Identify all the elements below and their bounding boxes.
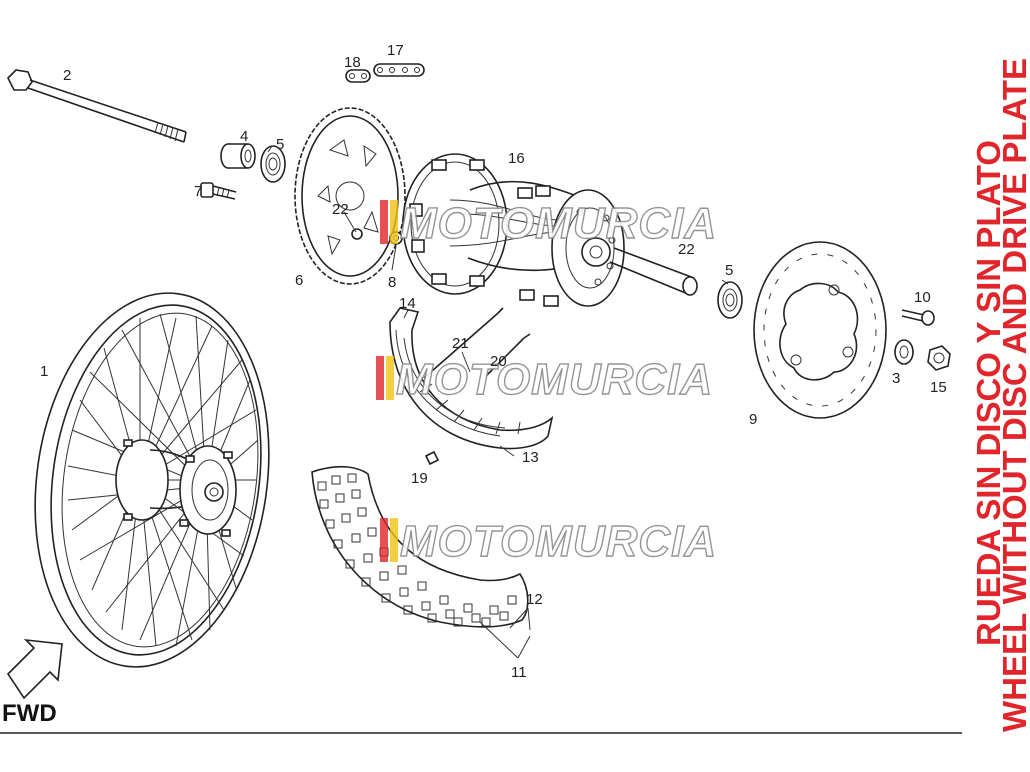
title-spanish: RUEDA SIN DISCO Y SIN PLATO bbox=[970, 140, 1007, 646]
callout-1: 1 bbox=[40, 363, 48, 380]
complete-wheel bbox=[34, 292, 270, 668]
wheel-bearing-left bbox=[260, 145, 286, 183]
callout-9: 9 bbox=[749, 411, 757, 428]
spare-spokes bbox=[423, 307, 531, 379]
callout-18: 18 bbox=[344, 54, 361, 71]
callout-17: 17 bbox=[387, 42, 404, 59]
callout-19: 19 bbox=[411, 470, 428, 487]
svg-text:MOTOMURCIA: MOTOMURCIA bbox=[396, 355, 713, 404]
wheel-bearing-right bbox=[717, 281, 743, 319]
callout-20: 20 bbox=[490, 353, 507, 370]
callout-16: 16 bbox=[508, 150, 525, 167]
callout-22a: 22 bbox=[332, 201, 349, 218]
callout-14: 14 bbox=[399, 295, 416, 312]
rear-hub bbox=[402, 153, 625, 307]
title-english: WHEEL WITHOUT DISC AND DRIVE PLATE bbox=[996, 58, 1030, 732]
callout-15: 15 bbox=[930, 379, 947, 396]
svg-text:MOTOMURCIA: MOTOMURCIA bbox=[400, 199, 717, 248]
axle-nut bbox=[927, 345, 951, 371]
callout-11: 11 bbox=[511, 664, 527, 681]
washer bbox=[894, 339, 914, 365]
axle-spacer-tube bbox=[609, 247, 698, 296]
rim-band bbox=[389, 307, 554, 450]
callout-7: 7 bbox=[194, 183, 202, 200]
callout-12: 12 bbox=[526, 591, 543, 608]
watermark-1: MOTOMURCIA bbox=[380, 198, 717, 249]
fwd-label: FWD bbox=[2, 700, 57, 727]
axle-shaft bbox=[7, 69, 187, 143]
chain-links bbox=[345, 63, 425, 83]
callout-22b: 22 bbox=[678, 241, 695, 258]
watermark-2: MOTOMURCIA bbox=[376, 354, 713, 405]
sprocket-bolt bbox=[200, 182, 237, 200]
callout-8: 8 bbox=[388, 274, 396, 291]
forward-arrow-icon bbox=[6, 638, 63, 700]
callout-2: 2 bbox=[63, 67, 71, 84]
tire-valve bbox=[424, 450, 440, 466]
callout-3: 3 bbox=[892, 370, 900, 387]
watermark-3: MOTOMURCIA bbox=[380, 516, 717, 567]
callout-4: 4 bbox=[240, 128, 248, 145]
rear-sprocket bbox=[294, 107, 406, 285]
callout-10: 10 bbox=[914, 289, 931, 306]
callout-21: 21 bbox=[452, 335, 469, 352]
leader-lines bbox=[267, 145, 729, 659]
callout-5b: 5 bbox=[725, 262, 733, 279]
disc-bolt bbox=[901, 309, 935, 326]
svg-text:MOTOMURCIA: MOTOMURCIA bbox=[400, 517, 717, 566]
callout-labels: 1 2 3 4 5 5 6 7 8 9 10 11 12 13 14 15 16… bbox=[40, 42, 947, 681]
callout-5a: 5 bbox=[276, 136, 284, 153]
brake-disc bbox=[753, 241, 887, 419]
callout-13: 13 bbox=[522, 449, 539, 466]
spacer-bushing bbox=[220, 143, 256, 169]
callout-6: 6 bbox=[295, 272, 303, 289]
